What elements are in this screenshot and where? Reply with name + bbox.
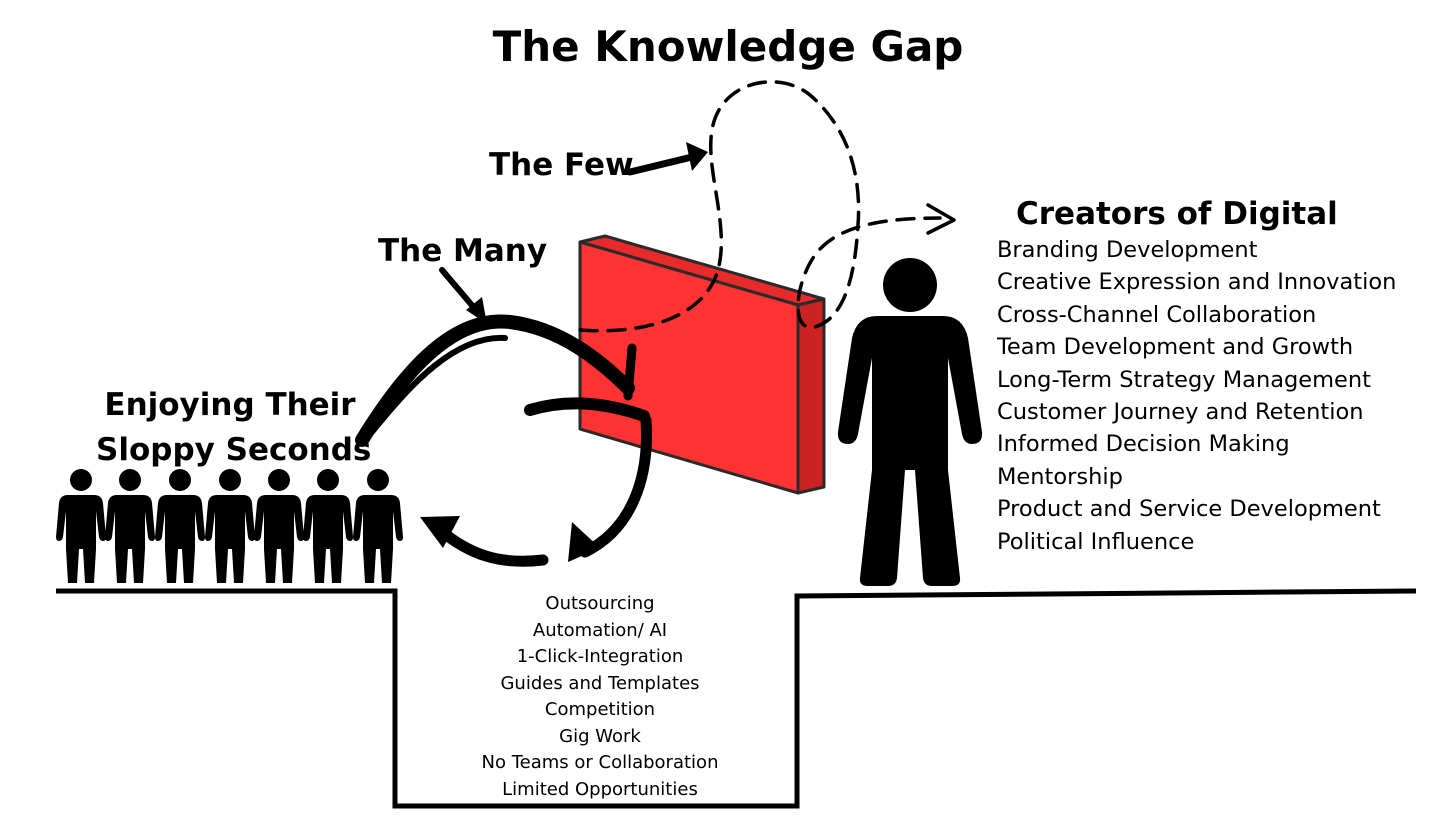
gap-fall-arrow-icon: [568, 414, 652, 562]
person-icon: [155, 469, 205, 583]
red-wall-icon: [578, 234, 826, 495]
list-item: Outsourcing: [545, 593, 655, 614]
the-many-label: The Many: [378, 233, 548, 269]
list-item: Team Development and Growth: [997, 334, 1354, 361]
list-item: Guides and Templates: [500, 672, 700, 694]
person-icon: [205, 469, 255, 583]
person-icon: [303, 469, 353, 583]
list-item: Competition: [544, 699, 656, 720]
list-item: Limited Opportunities: [502, 778, 698, 800]
page-title: The Knowledge Gap: [492, 22, 964, 71]
list-item: No Teams or Collaboration: [481, 752, 719, 773]
person-icon: [56, 469, 106, 583]
list-item: Political Influence: [997, 528, 1195, 555]
list-item: Mentorship: [997, 463, 1123, 490]
list-item: Automation/ AI: [532, 619, 668, 641]
list-item: Customer Journey and Retention: [997, 399, 1364, 426]
creators-list: Branding Development Creative Expression…: [997, 234, 1396, 558]
many-arrow-icon: [439, 267, 487, 324]
creator-person-icon: [837, 258, 983, 586]
list-item: Long-Term Strategy Management: [997, 366, 1371, 393]
dashed-loop-path: [578, 80, 942, 333]
person-icon: [353, 469, 403, 583]
enjoying-label-line1: Enjoying Their: [104, 387, 356, 423]
gap-items-list: Outsourcing Automation/ AI 1-Click-Integ…: [460, 591, 740, 803]
brush-arc-arrow-icon: [355, 314, 650, 447]
few-arrow-icon: [626, 142, 708, 176]
list-item: Creative Expression and Innovation: [997, 269, 1397, 296]
person-icon: [254, 469, 304, 583]
list-item: Cross-Channel Collaboration: [997, 301, 1317, 328]
gap-pit-outline: [56, 588, 1417, 809]
list-item: Informed Decision Making: [997, 431, 1290, 458]
the-few-label: The Few: [489, 147, 634, 183]
enjoying-label: Enjoying Their Sloppy Seconds: [96, 383, 372, 473]
person-icon: [105, 469, 155, 583]
the-many-people-group: [56, 469, 403, 583]
list-item: 1-Click-Integration: [516, 646, 684, 667]
list-item: Product and Service Development: [997, 496, 1381, 523]
list-item: Gig Work: [559, 725, 641, 747]
dashed-arrowhead-icon: [926, 203, 956, 235]
enjoying-label-line2: Sloppy Seconds: [96, 432, 372, 468]
creators-title: Creators of Digital: [1016, 196, 1338, 232]
return-arrow-icon: [420, 516, 549, 567]
list-item: Branding Development: [997, 237, 1258, 263]
